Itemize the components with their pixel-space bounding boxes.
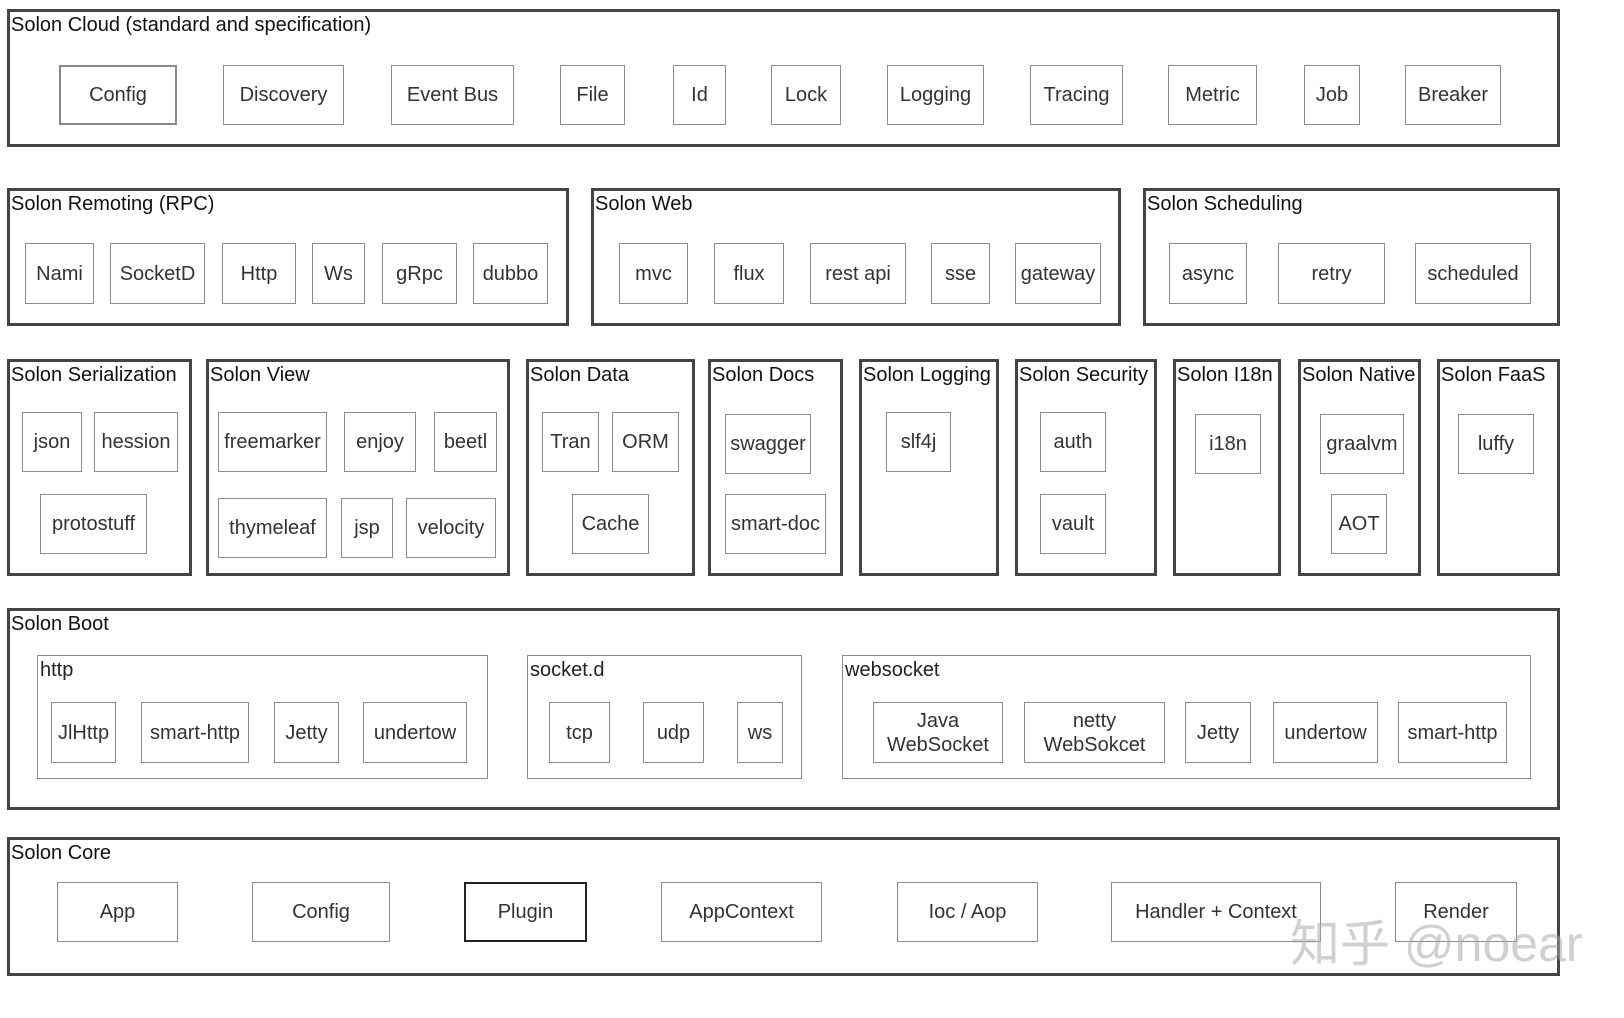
module-luffy: luffy	[1458, 414, 1534, 474]
module-freemarker: freemarker	[218, 412, 327, 472]
module-file: File	[560, 65, 625, 125]
module-rest-api: rest api	[810, 243, 906, 304]
module-graalvm: graalvm	[1320, 414, 1404, 474]
module-grpc: gRpc	[382, 243, 457, 304]
module-lock: Lock	[771, 65, 841, 125]
group-title: Solon I18n	[1177, 364, 1273, 386]
module-gateway: gateway	[1015, 243, 1101, 304]
module-slf4j: slf4j	[886, 412, 951, 472]
module-orm: ORM	[612, 412, 679, 472]
module-netty-websokcet: netty WebSokcet	[1024, 702, 1165, 763]
module-retry: retry	[1278, 243, 1385, 304]
module-event-bus: Event Bus	[391, 65, 514, 125]
module-ws-undertow: undertow	[1273, 702, 1378, 763]
group-title: Solon Serialization	[11, 364, 177, 386]
module-auth: auth	[1040, 412, 1106, 472]
module-i18n: i18n	[1195, 414, 1261, 474]
module-app: App	[57, 882, 178, 942]
module-jsp: jsp	[341, 498, 393, 558]
module-handler-context: Handler + Context	[1111, 882, 1321, 942]
module-plugin: Plugin	[464, 882, 587, 942]
group-title: Solon Remoting (RPC)	[11, 193, 215, 215]
module-tran: Tran	[542, 412, 599, 472]
module-sse: sse	[931, 243, 990, 304]
module-ws-smart-http: smart-http	[1398, 702, 1507, 763]
group-title: Solon View	[210, 364, 310, 386]
module-scheduled: scheduled	[1415, 243, 1531, 304]
module-mvc: mvc	[619, 243, 688, 304]
module-udp: udp	[643, 702, 704, 763]
module-swagger: swagger	[725, 414, 811, 474]
module-flux: flux	[714, 243, 784, 304]
module-protostuff: protostuff	[40, 494, 147, 554]
group-title: Solon Boot	[11, 613, 109, 635]
module-tracing: Tracing	[1030, 65, 1123, 125]
group-title: Solon Cloud (standard and specification)	[11, 14, 372, 36]
module-cache: Cache	[572, 494, 649, 554]
module-metric: Metric	[1168, 65, 1257, 125]
module-dubbo: dubbo	[473, 243, 548, 304]
module-enjoy: enjoy	[344, 412, 416, 472]
module-ioc-aop: Ioc / Aop	[897, 882, 1038, 942]
module-thymeleaf: thymeleaf	[218, 498, 327, 558]
module-hession: hession	[94, 412, 178, 472]
module-jetty: Jetty	[274, 702, 339, 763]
module-id: Id	[673, 65, 726, 125]
module-jlhttp: JlHttp	[51, 702, 116, 763]
subgroup-websocket: websocket	[842, 655, 1531, 779]
subgroup-title: socket.d	[530, 659, 605, 681]
module-breaker: Breaker	[1405, 65, 1501, 125]
module-velocity: velocity	[406, 498, 496, 558]
module-smart-doc: smart-doc	[725, 494, 826, 554]
group-title: Solon FaaS	[1441, 364, 1546, 386]
group-title: Solon Web	[595, 193, 693, 215]
module-discovery: Discovery	[223, 65, 344, 125]
module-config: Config	[59, 65, 177, 125]
module-http: Http	[222, 243, 296, 304]
group-title: Solon Scheduling	[1147, 193, 1303, 215]
module-tcp: tcp	[549, 702, 610, 763]
module-aot: AOT	[1331, 494, 1387, 554]
module-logging: Logging	[887, 65, 984, 125]
module-async: async	[1169, 243, 1247, 304]
module-smart-http: smart-http	[141, 702, 249, 763]
module-nami: Nami	[25, 243, 94, 304]
subgroup-title: http	[40, 659, 74, 681]
module-undertow: undertow	[363, 702, 467, 763]
module-job: Job	[1304, 65, 1360, 125]
module-appcontext: AppContext	[661, 882, 822, 942]
group-title: Solon Logging	[863, 364, 991, 386]
module-ws: ws	[737, 702, 783, 763]
group-title: Solon Docs	[712, 364, 815, 386]
module-vault: vault	[1040, 494, 1106, 554]
module-java-websocket: Java WebSocket	[873, 702, 1003, 763]
subgroup-title: websocket	[845, 659, 940, 681]
module-json: json	[22, 412, 82, 472]
module-ws-jetty: Jetty	[1185, 702, 1251, 763]
group-title: Solon Security	[1019, 364, 1148, 386]
module-socketd: SocketD	[110, 243, 205, 304]
subgroup-socketd: socket.d	[527, 655, 802, 779]
group-title: Solon Native	[1302, 364, 1416, 386]
module-beetl: beetl	[434, 412, 497, 472]
group-title: Solon Data	[530, 364, 629, 386]
module-render: Render	[1395, 882, 1517, 942]
subgroup-http: http	[37, 655, 488, 779]
module-ws: Ws	[312, 243, 365, 304]
module-core-config: Config	[252, 882, 390, 942]
group-title: Solon Core	[11, 842, 112, 864]
